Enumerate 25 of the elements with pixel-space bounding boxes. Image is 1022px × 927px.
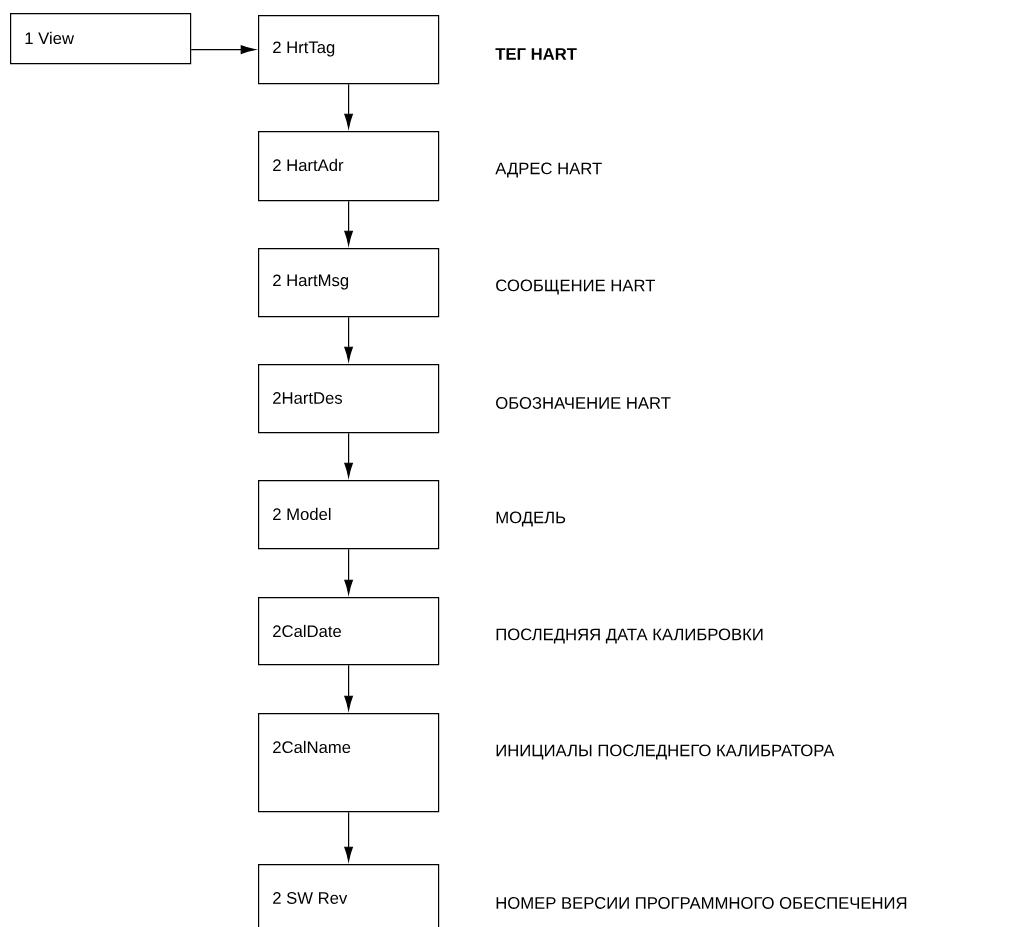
description-text: МОДЕЛЬ <box>496 511 566 527</box>
description-text: ПОСЛЕДНЯЯ ДАТА КАЛИБРОВКИ <box>496 628 763 644</box>
description-text: НОМЕР ВЕРСИИ ПРОГРАММНОГО ОБЕСПЕЧЕНИЯ <box>496 897 907 909</box>
menu-box: 2CalDate <box>258 597 440 666</box>
description-text: АДРЕС HART <box>495 162 602 178</box>
arrow <box>344 83 353 129</box>
description-text: СООБЩЕНИЕ HART <box>496 279 655 295</box>
menu-box: 2 HrtTag <box>258 15 440 85</box>
arrow <box>344 664 353 711</box>
arrow <box>344 432 353 478</box>
menu-box: 2 Model <box>258 480 440 550</box>
description-text: ИНИЦИАЛЫ ПОСЛЕДНЕГО КАЛИБРАТОРА <box>496 744 835 760</box>
menu-box: 2 HartMsg <box>258 248 440 318</box>
arrow <box>344 200 353 246</box>
menu-box: 2CalName <box>258 713 440 813</box>
arrow <box>190 45 256 54</box>
description-text: ТЕГ HART <box>495 48 577 60</box>
menu-box: 2 HartAdr <box>258 131 440 202</box>
menu-box: 2 SW Rev <box>258 864 440 927</box>
arrow <box>344 316 353 362</box>
description-text: ОБОЗНАЧЕНИЕ HART <box>496 397 671 409</box>
menu-box: 1 View <box>10 13 192 65</box>
arrow <box>344 548 353 595</box>
menu-box: 2HartDes <box>258 364 440 434</box>
arrow <box>344 811 353 862</box>
